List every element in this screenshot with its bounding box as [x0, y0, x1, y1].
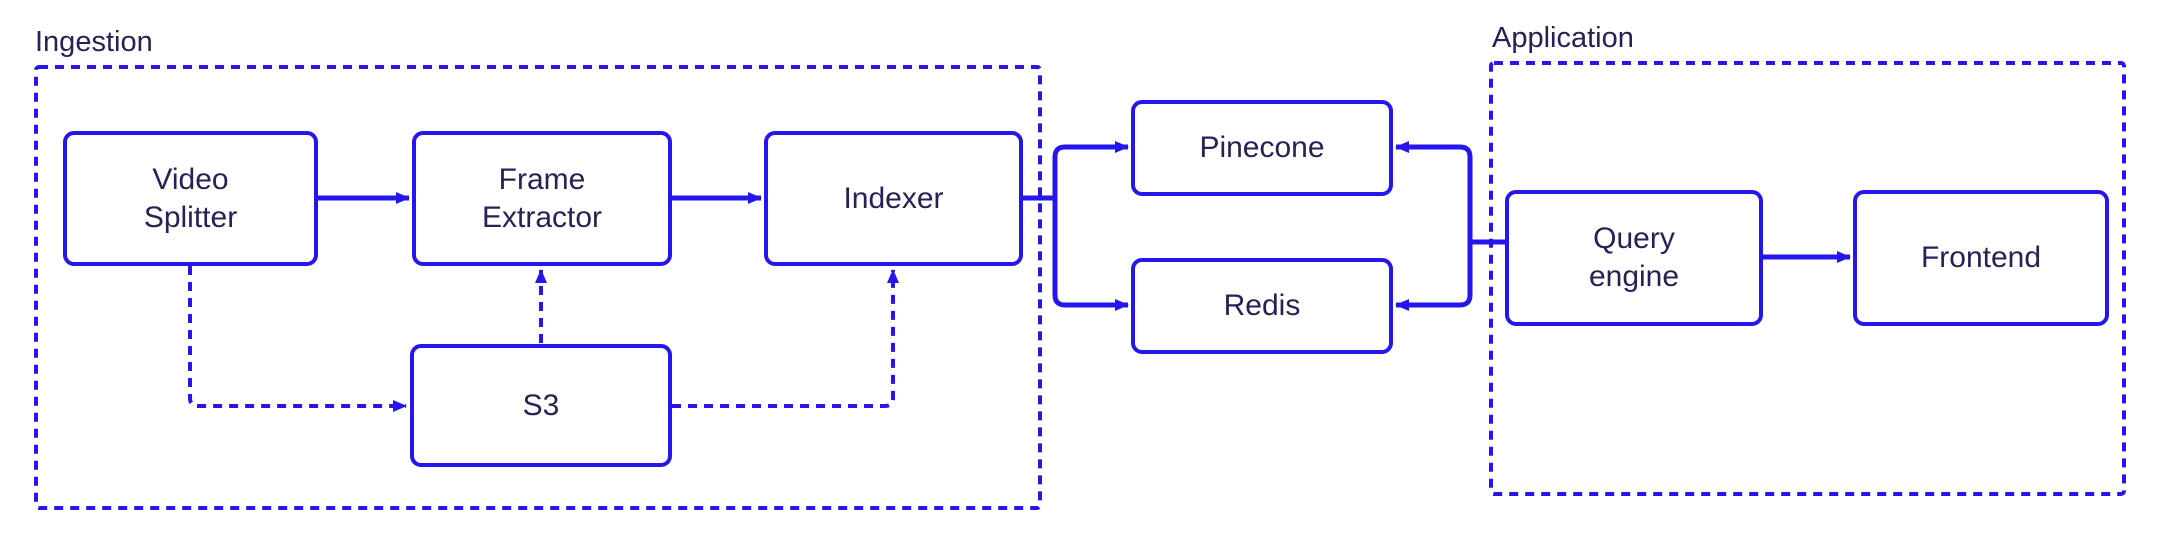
node-frame-extractor: Frame Extractor	[412, 131, 672, 266]
edge-s3-to-indexer	[672, 269, 899, 408]
node-video-splitter: Video Splitter	[63, 131, 318, 266]
application-group-border	[1489, 61, 2126, 496]
node-query-engine: Query engine	[1505, 190, 1763, 326]
edge-query-engine-to-redis	[1395, 242, 1473, 311]
node-s3: S3	[410, 344, 672, 467]
ingestion-group-border	[34, 65, 1042, 510]
edge-indexer-to-redis	[1052, 198, 1129, 311]
node-frontend: Frontend	[1853, 190, 2109, 326]
node-pinecone: Pinecone	[1131, 100, 1393, 196]
ingestion-group-label: Ingestion	[35, 26, 153, 58]
edge-indexer-to-pinecone	[1052, 141, 1129, 198]
application-group-label: Application	[1492, 22, 1634, 54]
edge-query-engine-to-pinecone	[1395, 141, 1473, 242]
edge-video-splitter-to-s3	[188, 266, 407, 412]
node-redis: Redis	[1131, 258, 1393, 354]
node-indexer: Indexer	[764, 131, 1023, 266]
